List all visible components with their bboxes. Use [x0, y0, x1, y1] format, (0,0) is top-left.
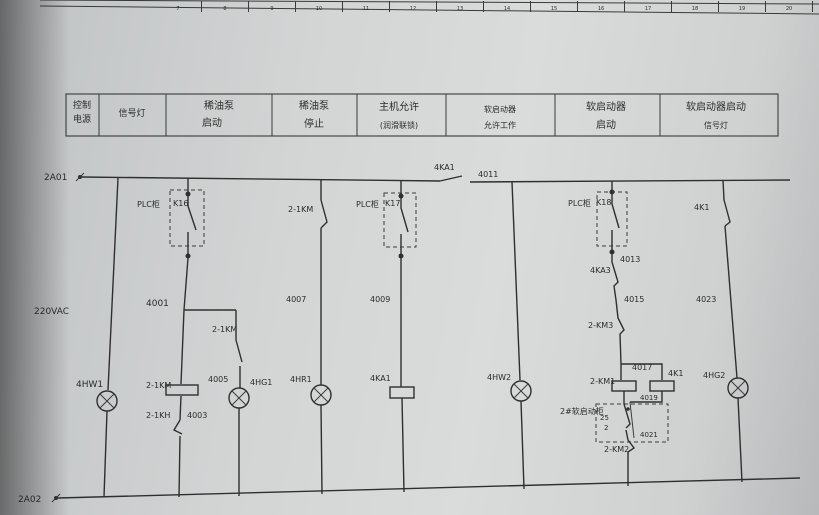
wire-4013-label: 4013: [620, 255, 640, 264]
header-table: 控制 电源 信号灯 稀油泵 启动 稀油泵 停止 主机允许 (润滑联锁) 软启动器…: [65, 93, 779, 137]
k17-label: K17: [385, 199, 400, 208]
contact-2-1km-no-label: 2-1KM: [212, 325, 237, 334]
ruler-number: 7: [176, 6, 179, 12]
ruler-number: 14: [504, 6, 510, 12]
coil-2-km1-label: 2-KM1: [590, 377, 615, 386]
wire-4009-label: 4009: [370, 295, 390, 304]
branch-4hw1: 4HW1: [76, 177, 119, 498]
coil-2-1km-label: 2-1KM: [146, 381, 171, 390]
header-col-5-line-1: 主机允许: [379, 100, 419, 113]
terminal-2-label: 2: [604, 424, 608, 432]
contact-4ka3-label: 4KA3: [590, 266, 611, 275]
header-col-4-line-2: 停止: [304, 117, 324, 130]
wire-4003-label: 4003: [187, 411, 207, 420]
ruler-number: 12: [410, 6, 416, 12]
ruler-number: 19: [739, 6, 745, 12]
contact-4ka1-top-label: 4KA1: [434, 163, 455, 172]
contact-2-1kh-label: 2-1KH: [146, 411, 170, 420]
soft-start-cabinet-label: 2#软启动柜: [560, 406, 604, 416]
header-col-5-line-2: (润滑联锁): [380, 120, 418, 130]
k16-label: K16: [173, 199, 188, 208]
wire-4021-label: 4021: [640, 431, 658, 439]
header-col-1-line-1: 控制: [73, 99, 91, 111]
ruler-number: 18: [692, 6, 698, 12]
soft-start-cabinet-box: [595, 403, 669, 443]
ruler-number: 16: [598, 6, 604, 12]
top-ruler: 78910111213141516171819202122: [39, 0, 819, 15]
coil-4ka1-label: 4KA1: [370, 374, 391, 383]
ruler-number: 9: [270, 6, 273, 12]
branch-soft-starter-start: PLC柜 K18 4013 4KA3 4015 2-KM3 4017 2-KM1…: [560, 181, 683, 486]
coil-4k1-label: 4K1: [668, 369, 683, 378]
lamp-4hw1-label: 4HW1: [76, 380, 103, 390]
header-col-2-line-1: 信号灯: [118, 107, 145, 119]
ruler-number: 11: [363, 6, 369, 12]
wire-4001-label: 4001: [146, 299, 169, 309]
branch-oil-pump-stop: 2-1KM 4007 4HR1: [286, 180, 332, 495]
plc-k17-box: [383, 192, 417, 248]
ruler-number: 20: [786, 6, 792, 12]
k18-label: K18: [596, 198, 611, 207]
coil-4k1: [649, 380, 675, 392]
coil-4ka1: [389, 386, 415, 399]
branch-soft-starter-permit: 4HW2: [487, 181, 532, 490]
header-col-4-line-1: 稀油泵: [299, 99, 329, 112]
header-col-3-line-1: 稀油泵: [204, 99, 234, 112]
ruler-number: 8: [223, 6, 226, 12]
header-col-6-line-2: 允许工作: [484, 120, 516, 130]
wire-4019-label: 4019: [640, 394, 658, 402]
contact-4k1-label: 4K1: [694, 203, 709, 212]
header-col-8-line-1: 软启动器启动: [686, 100, 746, 113]
wire-4015-label: 4015: [624, 295, 644, 304]
ruler-number: 13: [457, 6, 463, 12]
terminal-25-label: 25: [600, 414, 609, 422]
wire-4017-label: 4017: [632, 363, 652, 372]
header-col-1-line-2: 电源: [73, 113, 91, 125]
supply-bus: 2A01 4KA1 4011 2A02 220VAC: [18, 163, 801, 505]
header-col-7-line-2: 启动: [596, 118, 616, 131]
header-col-3-line-2: 启动: [202, 116, 222, 129]
lamp-4hg2-label: 4HG2: [703, 371, 725, 380]
bus-2a01-label: 2A01: [44, 173, 67, 183]
wire-4023-label: 4023: [696, 295, 716, 304]
plc-k17-label: PLC柜: [356, 199, 379, 209]
wire-4005-label: 4005: [208, 375, 228, 384]
ruler-number: 15: [551, 6, 557, 12]
ruler-number: 17: [645, 6, 651, 12]
plc-k16-box: [169, 189, 205, 247]
coil-2-1km: [165, 384, 199, 396]
branch-oil-pump-start: PLC柜 K16 4001 2-1KM 2-1KH 4003 2-1KM 400…: [137, 178, 272, 498]
lamp-4hg1-label: 4HG1: [250, 378, 272, 387]
header-col-7-line-1: 软启动器: [586, 100, 626, 113]
bus-2a02-label: 2A02: [18, 495, 41, 505]
contact-2-km2-label: 2-KM2: [604, 445, 629, 454]
wire-4011-label: 4011: [478, 170, 498, 179]
voltage-label: 220VAC: [34, 307, 69, 317]
ruler-number: 10: [316, 6, 322, 12]
lamp-4hw2-label: 4HW2: [487, 373, 511, 382]
coil-2-km1: [611, 380, 637, 392]
wire-4007-label: 4007: [286, 295, 306, 304]
branch-main-permit: PLC柜 K17 4009 4KA1: [356, 181, 417, 493]
contact-2-1km-top-label: 2-1KM: [288, 205, 313, 214]
plc-k16-label: PLC柜: [137, 199, 160, 209]
lamp-4hr1-label: 4HR1: [290, 375, 312, 384]
plc-k18-label: PLC柜: [568, 198, 591, 208]
contact-2-km3-label: 2-KM3: [588, 321, 613, 330]
branch-soft-start-signal: 4K1 4023 4HG2: [694, 179, 749, 483]
header-col-8-line-2: 信号灯: [704, 120, 728, 130]
header-col-6-line-1: 软启动器: [484, 104, 516, 114]
